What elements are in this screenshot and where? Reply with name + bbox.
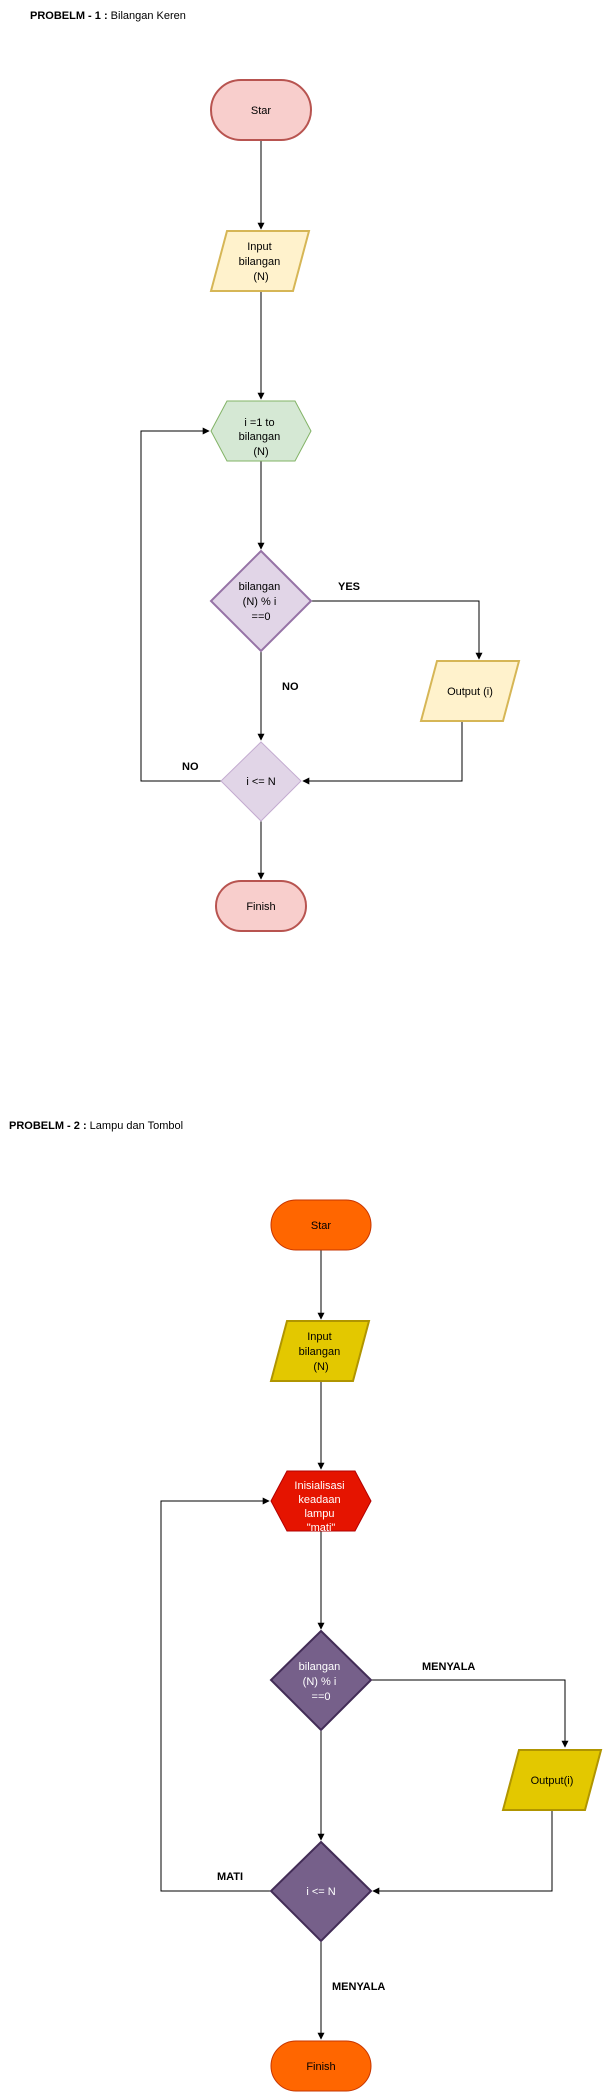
- p1-edge-output-check: [302, 720, 463, 785]
- p1-condition-label: bilangan (N) % i ==0: [239, 581, 284, 623]
- p1-input-label: Input bilangan (N): [239, 241, 284, 283]
- p1-finish-label: Finish: [246, 901, 275, 913]
- p2-finish-terminal: [270, 2040, 372, 2092]
- p1-output-parallelogram: [419, 660, 521, 722]
- p2-condition-label: bilangan (N) % i ==0: [299, 1661, 344, 1703]
- p2-init-label: Inisialisasi keadaan lampu "mati": [294, 1480, 347, 1534]
- p2-condition-diamond: [269, 1629, 373, 1732]
- p2-mati-label: MATI: [217, 1871, 243, 1883]
- problem2-title-text: Lampu dan Tombol: [86, 1120, 184, 1132]
- p1-check-diamond: [220, 741, 302, 822]
- p1-finish-terminal: [215, 880, 307, 932]
- p2-edge-check-init: [160, 1497, 271, 1892]
- problem2-flowchart: Star Input bilangan (N) Inisialisasi kea…: [160, 1199, 603, 2092]
- problem2-title-prefix: PROBELM - 2 :: [9, 1120, 87, 1132]
- p2-input-parallelogram: [269, 1320, 371, 1382]
- p2-output-parallelogram: [501, 1749, 603, 1811]
- p2-edge-output-check: [372, 1810, 553, 1895]
- p2-input-label: Input bilangan (N): [299, 1331, 344, 1373]
- p1-output-label: Output (i): [447, 686, 493, 698]
- p2-menyala-down-label: MENYALA: [332, 1981, 385, 1993]
- p1-start-terminal: [210, 79, 312, 141]
- problem1-title-prefix: PROBELM - 1 :: [30, 10, 108, 22]
- p1-loop-label: i =1 to bilangan (N): [239, 417, 284, 458]
- problem1-title-text: Bilangan Keren: [107, 10, 186, 22]
- p2-check-diamond: [269, 1840, 373, 1943]
- p2-output-label: Output(i): [531, 1775, 574, 1787]
- p1-no-label-cond: NO: [282, 681, 299, 693]
- problem2-title: PROBELM - 2 : Lampu dan Tombol: [9, 1120, 183, 1132]
- p2-finish-label: Finish: [306, 2061, 335, 2073]
- p1-no-label-loop: NO: [182, 761, 199, 773]
- p2-edge-cond-output: [371, 1679, 569, 1748]
- problem1-flowchart: Star Input bilangan (N) i =1 to bilangan…: [140, 79, 521, 932]
- p1-edge-cond-output: [311, 600, 483, 660]
- p1-input-parallelogram: [209, 230, 311, 292]
- p2-start-label: Star: [311, 1220, 332, 1232]
- p2-start-terminal: [270, 1199, 372, 1251]
- p1-start-label: Star: [251, 105, 272, 117]
- p1-check-label: i <= N: [246, 776, 275, 788]
- p2-menyala-label: MENYALA: [422, 1661, 475, 1673]
- problem1-title: PROBELM - 1 : Bilangan Keren: [30, 10, 186, 22]
- p1-edge-check-loop: [140, 427, 221, 782]
- p1-loop-hexagon: [210, 400, 312, 462]
- p1-condition-diamond: [209, 549, 313, 653]
- p2-check-label: i <= N: [306, 1886, 335, 1898]
- p1-yes-label: YES: [338, 581, 360, 593]
- p2-init-hexagon: [270, 1470, 372, 1532]
